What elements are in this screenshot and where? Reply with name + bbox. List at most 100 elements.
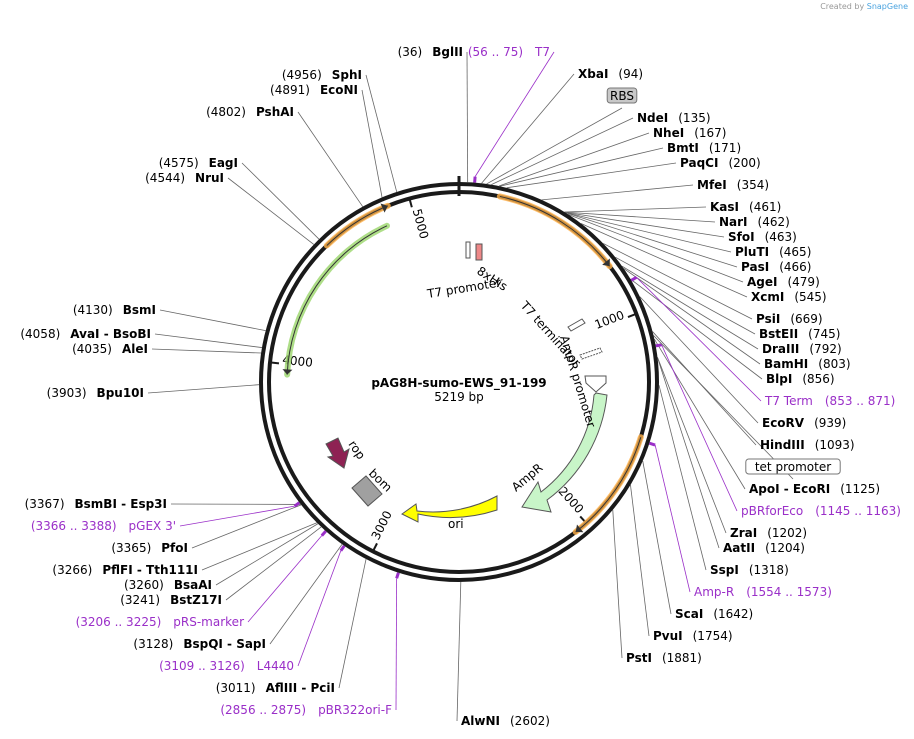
primer-label: (56 .. 75) T7 [468, 45, 550, 59]
snapgene-logo: SnapGene [866, 2, 908, 11]
label-leader-lines [147, 51, 794, 722]
feature-glyphs [325, 241, 608, 523]
enzyme-site-label: (3011)AflIII - PciI [216, 681, 335, 695]
enzyme-site-label: (4891)EcoNI [270, 83, 358, 97]
enzyme-site-label: ZraI(1202) [730, 526, 807, 540]
enzyme-site-label: (4956)SphI [282, 68, 362, 82]
enzyme-name: BlpI [766, 372, 792, 386]
enzyme-site-label: (3367)BsmBI - Esp3I [25, 497, 167, 511]
enzyme-site-label: BamHI(803) [764, 357, 851, 371]
ruler-tick-label: 5000 [410, 207, 431, 240]
enzyme-position: (462) [758, 215, 790, 229]
orf-arrowhead [575, 524, 584, 533]
bom-feature-box [351, 475, 383, 507]
primer-mark [655, 343, 662, 348]
enzyme-position: (4891) [270, 83, 310, 97]
enzyme-site-label: PasI(466) [741, 260, 811, 274]
primer-leader-line [636, 277, 762, 402]
enzyme-site-label: BlpI(856) [766, 372, 835, 386]
enzyme-position: (1881) [662, 651, 702, 665]
primer-mark [339, 544, 346, 552]
enzyme-leader-line [506, 162, 677, 189]
enzyme-position: (479) [787, 275, 819, 289]
enzyme-leader-line [603, 243, 753, 320]
enzyme-leader-line [564, 211, 716, 223]
enzyme-site-label: BmtI(171) [667, 141, 741, 155]
enzyme-position: (1093) [815, 438, 855, 452]
enzyme-leader-line [215, 523, 319, 586]
enzyme-leader-line [466, 51, 469, 183]
enzyme-name: BmtI [667, 141, 699, 155]
enzyme-leader-line [498, 132, 650, 187]
enzyme-leader-line [269, 544, 343, 645]
primer-label: (3109 .. 3126) L4440 [159, 659, 294, 673]
enzyme-position: (3260) [124, 578, 164, 592]
enzyme-site-label: PvuI(1754) [653, 629, 733, 643]
enzyme-site-label: DraIII(792) [762, 342, 842, 356]
primer-range: (3366 .. 3388) [31, 519, 117, 533]
enzyme-site-label: ApoI - EcoRI(1125) [749, 482, 880, 496]
enzyme-name: BstZ17I [170, 593, 222, 607]
orf-arc [284, 222, 390, 378]
enzyme-name: EcoRV [762, 416, 805, 430]
enzyme-position: (167) [694, 126, 726, 140]
plasmid-length: 5219 bp [434, 390, 484, 404]
ampr-promoter-arrow [584, 375, 607, 393]
primer-name: pGEX 3' [129, 519, 176, 533]
enzyme-position: (465) [779, 245, 811, 259]
primer-name: Amp-R [694, 585, 734, 599]
enzyme-leader-line [565, 212, 738, 268]
primer-range: (3109 .. 3126) [159, 659, 245, 673]
feature-label-ori: ori [448, 517, 464, 531]
enzyme-leader-line [154, 333, 263, 348]
enzyme-position: (4035) [72, 342, 112, 356]
enzyme-position: (745) [808, 327, 840, 341]
orf-arrowhead [282, 369, 293, 375]
enzyme-name: SfoI [728, 230, 755, 244]
primer-name: T7 [534, 45, 550, 59]
feature-label-t7-promoter: T7 promoter [425, 275, 502, 301]
orf-arrows [282, 193, 644, 535]
primer-name: L4440 [257, 659, 294, 673]
enzyme-site-label: NheI (167) [653, 126, 726, 140]
enzyme-leader-line [657, 357, 720, 549]
enzyme-position: (4130) [73, 303, 113, 317]
enzyme-name: KasI [710, 200, 739, 214]
enzyme-leader-line [227, 177, 315, 245]
enzyme-site-label: PstI(1881) [626, 651, 702, 665]
primer-leader-line [179, 505, 295, 527]
primer-label: T7 Term(853 .. 871) [764, 394, 895, 408]
enzyme-position: (4058) [20, 327, 60, 341]
plasmid-title-block: pAG8H-sumo-EWS_91-199 5219 bp [371, 376, 546, 404]
primer-range: (56 .. 75) [468, 45, 523, 59]
enzyme-name: NdeI [637, 111, 668, 125]
enzyme-leader-line [151, 348, 262, 354]
enzyme-position: (2602) [510, 714, 550, 728]
enzyme-leader-line [201, 522, 318, 571]
enzyme-leader-line [191, 504, 302, 549]
primer-range: (853 .. 871) [825, 394, 895, 408]
enzyme-leader-line [338, 559, 367, 689]
enzyme-name: DraIII [762, 342, 799, 356]
enzyme-name: NheI [653, 126, 684, 140]
credit-prefix: Created by [820, 2, 865, 11]
enzyme-site-label: XbaI(94) [578, 67, 643, 81]
enzyme-leader-line [147, 384, 260, 394]
orf-arrowhead [602, 258, 610, 267]
enzyme-site-label: PaqCI(200) [680, 156, 761, 170]
ori-feature-arrow [401, 495, 498, 523]
enzyme-leader-line [615, 256, 756, 335]
enzyme-site-label: NarI (462) [719, 215, 790, 229]
enzyme-name: NarI [719, 215, 748, 229]
primer-leader-line [297, 550, 342, 667]
enzyme-name: PshAI [256, 105, 294, 119]
primer-mark [395, 572, 400, 579]
enzyme-position: (3266) [52, 563, 92, 577]
enzyme-name: AgeI [747, 275, 777, 289]
t7-promoter-glyph [465, 241, 471, 259]
enzyme-leader-line [456, 581, 462, 722]
enzyme-site-label: (4802)PshAI [206, 105, 294, 119]
enzyme-position: (461) [749, 200, 781, 214]
